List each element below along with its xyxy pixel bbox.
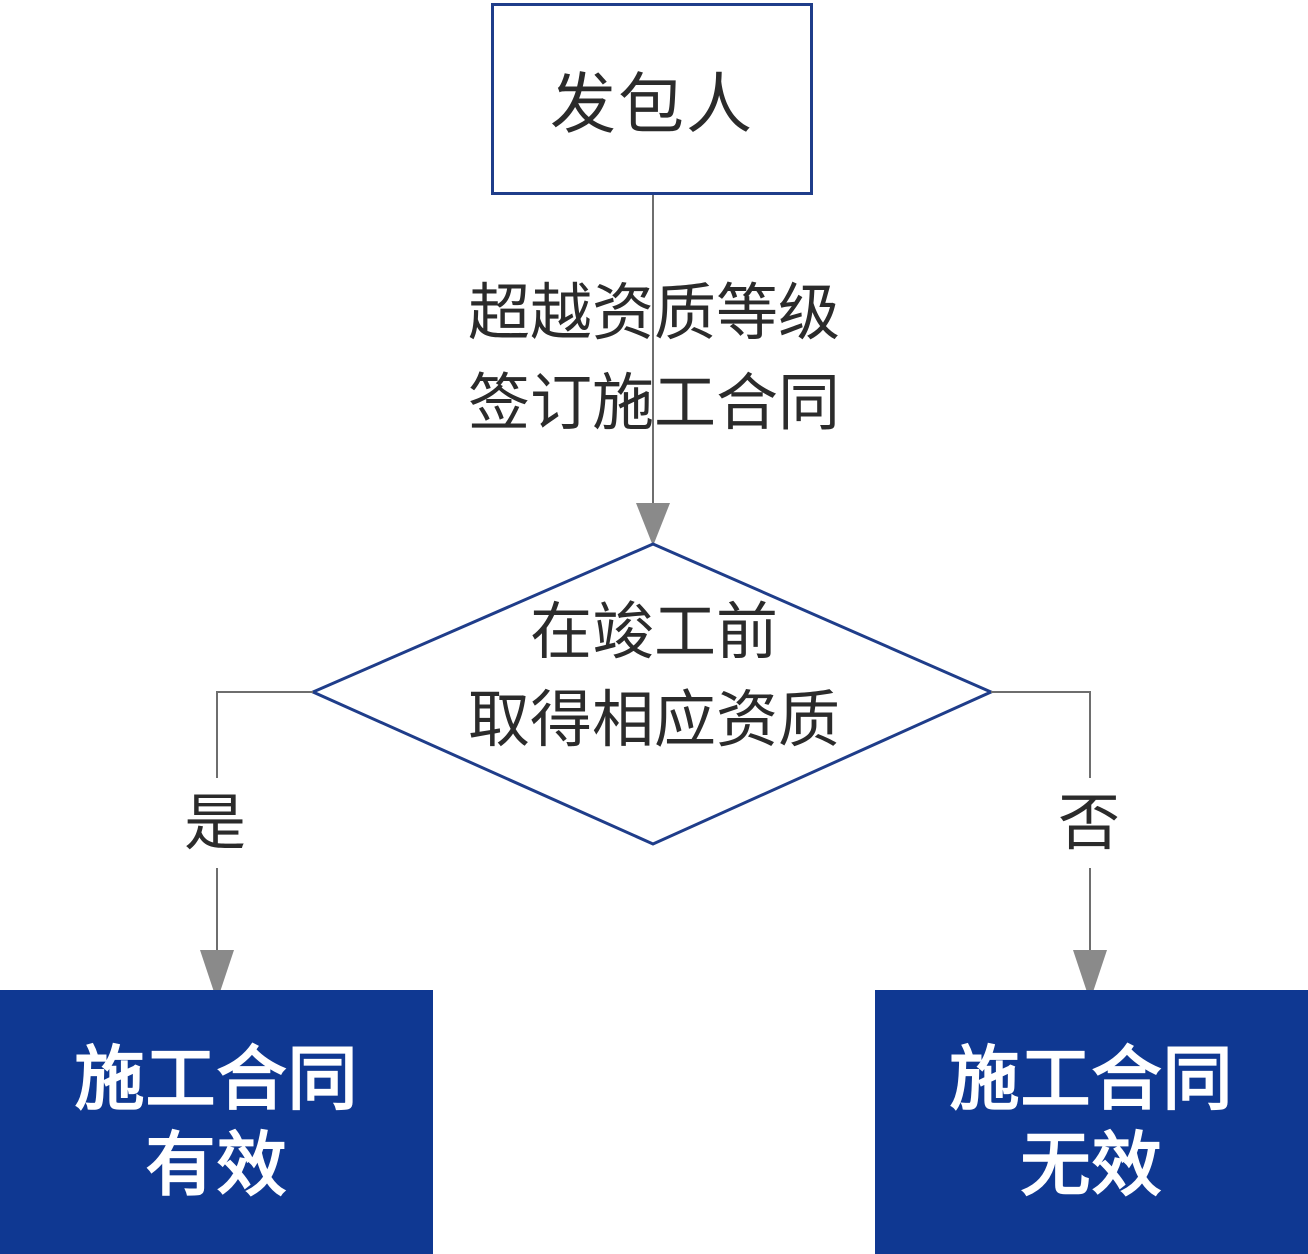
condition-label-line2: 签订施工合同: [467, 366, 840, 439]
decision-label: 在竣工前 取得相应资质: [404, 588, 904, 764]
result-valid-node: 施工合同 有效: [0, 990, 433, 1254]
result-valid-line1: 施工合同: [74, 1038, 359, 1120]
arrowhead-decision: [636, 503, 670, 546]
arrowhead-no: [1073, 950, 1107, 1001]
yes-branch-label: 是: [160, 778, 270, 868]
decision-diamond: [309, 542, 995, 846]
start-node-label: 发包人: [550, 66, 754, 143]
result-invalid-line2: 无效: [1020, 1124, 1163, 1206]
result-invalid-node: 施工合同 无效: [875, 990, 1308, 1254]
no-branch-label: 否: [1034, 778, 1144, 868]
arrowhead-yes: [200, 950, 234, 1001]
result-invalid-line1: 施工合同: [949, 1038, 1234, 1120]
start-node: 发包人: [491, 3, 813, 195]
condition-label: 超越资质等级 签订施工合同: [404, 268, 904, 448]
decision-label-line1: 在竣工前: [529, 595, 778, 668]
decision-label-line2: 取得相应资质: [467, 683, 840, 756]
result-valid-line2: 有效: [145, 1124, 288, 1206]
condition-label-line1: 超越资质等级: [467, 276, 840, 349]
